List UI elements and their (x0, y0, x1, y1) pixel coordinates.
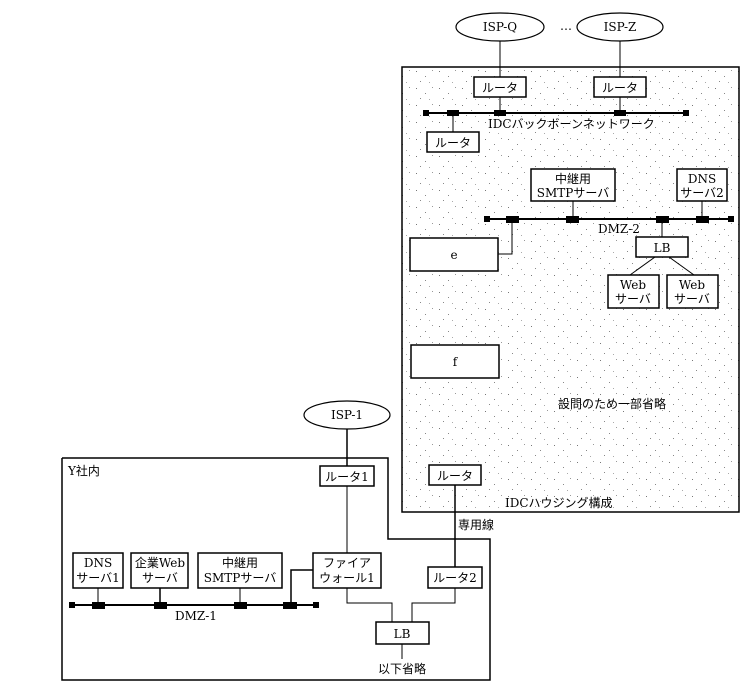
omitted-below: 以下省略 (378, 661, 426, 676)
svg-text:ルータ: ルータ (437, 469, 473, 483)
router-2: ルータ2 (427, 566, 483, 589)
smtp-relay-server-1: 中継用 SMTPサーバ (197, 552, 283, 589)
box-f: f (410, 344, 500, 379)
svg-text:企業Web: 企業Web (135, 555, 185, 570)
idc-router-bottom: ルータ (428, 464, 482, 486)
omitted-note: 設問のため一部省略 (558, 396, 666, 411)
dns-server-1: DNS サーバ1 (72, 552, 124, 589)
idc-title: IDCハウジング構成 (505, 496, 613, 510)
dmz1-network: DMZ-1 (69, 602, 319, 623)
link-router2-lb (411, 588, 456, 622)
isp-q-label: ISP-Q (483, 20, 517, 34)
svg-text:ルータ: ルータ (482, 81, 518, 95)
svg-text:ウォール1: ウォール1 (319, 571, 375, 585)
idc-load-balancer: LB (635, 236, 689, 258)
svg-text:SMTPサーバ: SMTPサーバ (537, 186, 609, 200)
isp-1-node: ISP-1 (303, 400, 391, 430)
svg-text:ルータ: ルータ (435, 136, 471, 150)
smtp-relay-server-2: 中継用 SMTPサーバ (530, 168, 616, 202)
idc-router-right: ルータ (593, 76, 647, 98)
svg-text:サーバ1: サーバ1 (76, 571, 120, 585)
svg-text:中継用: 中継用 (555, 171, 591, 186)
isp-z-label: ISP-Z (604, 20, 637, 34)
svg-text:サーバ: サーバ (674, 292, 710, 306)
isp-z-node: ISP-Z (576, 12, 664, 42)
svg-text:中継用: 中継用 (222, 555, 258, 570)
svg-text:e: e (450, 248, 457, 262)
svg-text:サーバ: サーバ (615, 292, 651, 306)
firewall-1: ファイア ウォール1 (312, 552, 382, 589)
svg-text:SMTPサーバ: SMTPサーバ (204, 571, 276, 585)
svg-text:ルータ: ルータ (602, 81, 638, 95)
dns-server-2: DNS サーバ2 (676, 168, 728, 202)
idc-backbone-network: IDCバックボーンネットワーク (423, 110, 689, 131)
router-1: ルータ1 (319, 465, 375, 487)
dmz2-label: DMZ-2 (598, 222, 640, 236)
idc-router-lower: ルータ (426, 131, 480, 153)
svg-text:ファイア: ファイア (323, 556, 371, 570)
y-company-title: Y社内 (67, 463, 100, 478)
y-load-balancer: LB (375, 621, 430, 645)
dedicated-line-label: 専用線 (458, 517, 494, 532)
web-server-2: Web サーバ (666, 274, 719, 309)
y-company-boundary (61, 457, 491, 681)
svg-text:ルータ1: ルータ1 (325, 470, 369, 484)
link-dmz2-e (498, 222, 513, 255)
link-lb-web1 (629, 256, 656, 276)
svg-text:ルータ2: ルータ2 (433, 571, 477, 585)
backbone-label: IDCバックボーンネットワーク (488, 117, 655, 131)
dmz1-label: DMZ-1 (175, 609, 217, 623)
isp-ellipsis: … (560, 19, 572, 33)
svg-text:DNS: DNS (84, 556, 112, 570)
dmz2-network: DMZ-2 (484, 216, 734, 236)
isp-q-node: ISP-Q (455, 12, 545, 42)
svg-text:ISP-1: ISP-1 (331, 408, 363, 422)
box-e: e (409, 237, 499, 272)
corporate-web-server: 企業Web サーバ (130, 552, 189, 589)
svg-text:f: f (453, 355, 459, 369)
link-firewall-dmz1 (290, 569, 313, 604)
web-server-1: Web サーバ (607, 274, 660, 309)
y-company-area: Y社内 (61, 457, 491, 681)
link-firewall-lb (346, 588, 393, 622)
svg-text:Web: Web (620, 278, 646, 292)
link-lb-web2 (668, 256, 695, 276)
svg-text:サーバ: サーバ (142, 571, 178, 585)
svg-text:LB: LB (394, 627, 411, 641)
svg-text:サーバ2: サーバ2 (680, 186, 724, 200)
svg-text:LB: LB (654, 241, 671, 255)
svg-text:Web: Web (679, 278, 705, 292)
svg-text:DNS: DNS (688, 172, 716, 186)
idc-router-left: ルータ (473, 76, 527, 98)
